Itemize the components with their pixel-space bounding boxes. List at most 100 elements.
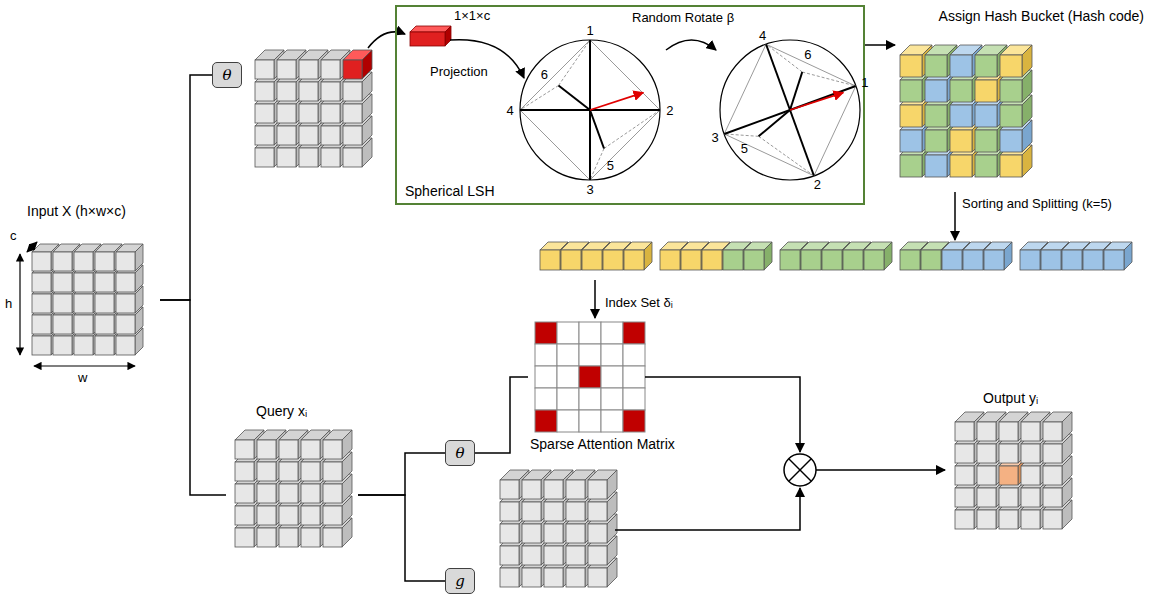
feature-map	[255, 104, 274, 123]
hash-bucket-grid	[950, 155, 972, 177]
output-tensor	[999, 510, 1018, 529]
attention-cell	[579, 366, 601, 388]
value-tensor	[566, 524, 585, 543]
output-tensor	[955, 422, 974, 441]
value-tensor	[522, 480, 541, 499]
value-tensor	[588, 568, 607, 587]
attention-cell	[535, 322, 557, 344]
output-tensor	[955, 510, 974, 529]
query-tensor	[235, 440, 254, 459]
polytope-edge	[520, 86, 559, 111]
feature-map	[343, 126, 362, 145]
node-label: Output yᵢ	[983, 390, 1038, 406]
query-tensor	[323, 484, 342, 503]
value-tensor	[566, 546, 585, 565]
vertex-number: 4	[507, 103, 514, 118]
sorted-chunk	[603, 250, 623, 270]
query-tensor	[235, 528, 254, 547]
attention-cell	[535, 366, 557, 388]
query-tensor	[257, 440, 276, 459]
vertex-number: 1	[586, 23, 593, 38]
feature-map	[299, 82, 318, 101]
input-tensor	[53, 315, 72, 334]
output-tensor	[1021, 510, 1040, 529]
projected-vector	[790, 93, 843, 110]
feature-map	[255, 148, 274, 167]
hash-bucket-grid	[1000, 105, 1022, 127]
flow-arrow	[954, 192, 956, 240]
flow-arrow	[594, 280, 596, 318]
feature-map	[277, 82, 296, 101]
feature-map	[321, 60, 340, 79]
input-tensor	[95, 273, 114, 292]
attention-cell	[623, 344, 645, 366]
value-tensor	[500, 568, 519, 587]
value-tensor	[544, 480, 563, 499]
query-tensor	[257, 462, 276, 481]
feature-map	[299, 104, 318, 123]
hash-bucket-grid	[975, 80, 997, 102]
annotation-label: c	[10, 228, 17, 243]
basis-axis	[759, 110, 790, 136]
hash-bucket-grid	[950, 105, 972, 127]
output-tensor	[1043, 422, 1062, 441]
attention-cell	[557, 344, 579, 366]
output-tensor	[955, 488, 974, 507]
output-tensor	[1043, 466, 1062, 485]
basis-axis	[590, 110, 604, 149]
basis-axis	[790, 86, 856, 110]
query-tensor	[279, 528, 298, 547]
vertex-number: 1	[861, 75, 868, 90]
hash-bucket-grid	[975, 55, 997, 77]
query-tensor	[235, 484, 254, 503]
basis-axis	[790, 110, 814, 176]
output-tensor	[1043, 444, 1062, 463]
sorted-chunk	[822, 250, 842, 270]
query-tensor	[301, 484, 320, 503]
sorted-chunk	[764, 242, 772, 270]
polytope-edge	[520, 40, 590, 110]
query-tensor	[257, 528, 276, 547]
flow-arrow	[816, 469, 945, 471]
basis-axis	[559, 86, 591, 111]
hash-bucket-grid	[975, 155, 997, 177]
hash-bucket-grid	[900, 55, 922, 77]
query-tensor	[279, 484, 298, 503]
output-tensor	[955, 444, 974, 463]
feature-map	[321, 104, 340, 123]
connector	[865, 44, 895, 46]
connector	[160, 300, 226, 495]
query-tensor	[257, 506, 276, 525]
sorted-chunk	[1104, 250, 1124, 270]
sorted-chunk	[702, 250, 722, 270]
input-tensor	[32, 336, 51, 355]
hash-bucket-grid	[950, 80, 972, 102]
annotation-label: Index Set δᵢ	[605, 295, 673, 310]
value-tensor	[566, 568, 585, 587]
attention-cell	[535, 344, 557, 366]
sorted-chunk	[1083, 250, 1103, 270]
output-tensor	[999, 422, 1018, 441]
sorted-chunk	[1062, 250, 1082, 270]
vertex-number: 2	[666, 103, 673, 118]
attention-cell	[557, 322, 579, 344]
attention-cell	[557, 388, 579, 410]
feature-map	[299, 126, 318, 145]
dimension-arrow	[27, 242, 37, 252]
polytope-edge	[590, 110, 660, 180]
polytope-edge	[590, 149, 604, 181]
sorted-chunk	[942, 250, 962, 270]
basis-axis	[589, 110, 591, 180]
sorted-chunk	[864, 250, 884, 270]
sorted-chunk	[723, 250, 743, 270]
sorted-chunk	[1041, 250, 1061, 270]
input-tensor	[95, 315, 114, 334]
tensor-region: Assign Hash Bucket (Hash code)	[895, 8, 1148, 188]
node-label: Spherical LSH	[405, 183, 495, 199]
hash-bucket-grid	[900, 105, 922, 127]
hash-bucket-grid	[1000, 155, 1022, 177]
query-tensor	[323, 528, 342, 547]
value-tensor	[544, 524, 563, 543]
